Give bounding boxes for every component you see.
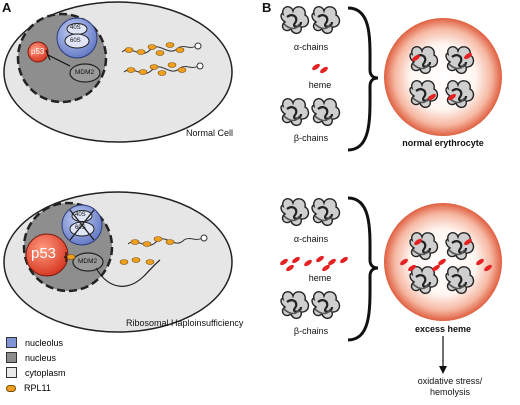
bottom-brace	[347, 196, 379, 342]
nucleolus-swatch	[6, 337, 17, 348]
haplo-mdm2-label: MDM2	[78, 258, 98, 265]
cytoplasm-swatch	[6, 367, 17, 378]
nucleus-swatch	[6, 352, 17, 363]
normal-40s-label: 40S	[70, 25, 81, 31]
legend-item-rpl11: RPL11	[6, 383, 51, 393]
panel-b-letter: B	[262, 0, 272, 15]
heme-drop-2	[319, 65, 329, 75]
beta-globin-3	[279, 290, 310, 320]
legend-label: cytoplasm	[25, 367, 66, 378]
normal-60s-label: 60S	[70, 38, 81, 44]
legend-item-nucleus: nucleus	[6, 352, 56, 363]
outcome-label: oxidative stress/ hemolysis	[417, 376, 483, 397]
legend-item-cytoplasm: cytoplasm	[6, 367, 66, 378]
alpha-globin-4	[310, 197, 341, 227]
rpl11-swatch	[6, 384, 16, 392]
haplo-40s-label: 40S	[75, 212, 86, 218]
normal-p53-label: p53	[31, 47, 45, 56]
haplo-60s-label: 60S	[75, 225, 86, 231]
haplo-mdm2	[72, 252, 104, 272]
beta-globin-2	[310, 97, 341, 127]
beta-globin-4	[310, 290, 341, 320]
alpha-globin-1	[279, 5, 310, 35]
normal-rpl11-dots	[124, 42, 187, 76]
haplo-rpl11-path	[95, 259, 161, 287]
legend-label: nucleolus	[25, 337, 64, 348]
top-heme-label: heme	[308, 80, 332, 90]
excess-heme-drops	[279, 254, 349, 273]
bottom-heme-label: heme	[308, 273, 332, 283]
top-beta-label: β-chains	[293, 133, 329, 143]
haplo-p53-label: p53	[31, 245, 57, 262]
normal-inhibition-line	[47, 54, 71, 67]
panel-b-top	[279, 5, 502, 152]
legend-item-nucleolus: nucleolus	[6, 337, 63, 348]
beta-globin-1	[279, 97, 310, 127]
legend-label: nucleus	[25, 352, 57, 363]
haplo-cell-label: Ribosomal Haploinsufficiency	[126, 318, 244, 328]
haplo-cross-line-2	[69, 209, 95, 241]
top-alpha-label: α-chains	[293, 42, 329, 52]
haplo-cell	[3, 191, 233, 333]
normal-cell-label: Normal Cell	[186, 128, 234, 138]
normal-p53	[27, 41, 49, 63]
haplo-rpl11-dots	[119, 236, 175, 265]
outcome-arrowhead	[439, 366, 447, 374]
legend-label: RPL11	[24, 383, 51, 393]
heme-drop-1	[311, 62, 321, 72]
top-brace	[347, 6, 379, 152]
normal-cell	[3, 1, 233, 143]
panel-a-letter: A	[2, 0, 12, 15]
normal-60s-subunit	[64, 33, 90, 49]
bottom-beta-label: β-chains	[293, 326, 329, 336]
normal-erythrocyte-label: normal erythrocyte	[402, 138, 484, 148]
normal-erythrocyte	[384, 18, 502, 136]
excess-heme-label: excess heme	[414, 324, 472, 334]
alpha-globin-3	[279, 197, 310, 227]
bottom-alpha-label: α-chains	[293, 234, 329, 244]
normal-polysomes	[121, 42, 204, 74]
haplo-rpl11-bound	[66, 254, 76, 260]
normal-mdm2	[69, 63, 101, 83]
alpha-globin-2	[310, 5, 341, 35]
normal-mdm2-label: MDM2	[75, 69, 95, 76]
normal-inhibition-bar	[45, 49, 51, 61]
panel-b-bottom	[279, 196, 502, 374]
